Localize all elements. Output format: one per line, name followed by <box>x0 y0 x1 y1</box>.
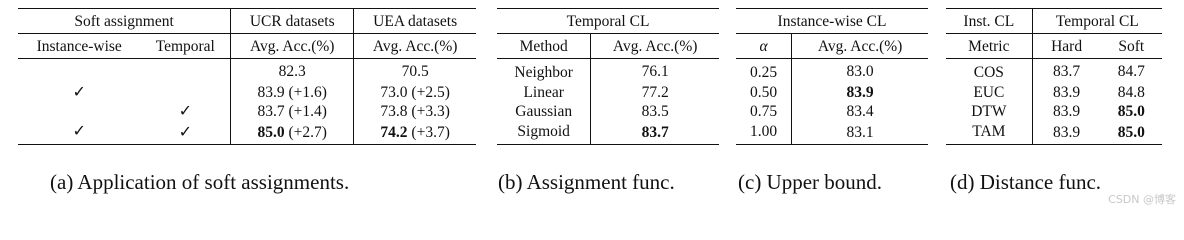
soft-cell: 84.7 <box>1117 62 1145 80</box>
panel-a: Soft assignment UCR datasets UEA dataset… <box>18 8 476 145</box>
temporal-check: ✓ <box>178 103 192 120</box>
acc-cell: 83.9 <box>791 83 928 102</box>
table-row: COS 83.7 84.7 <box>946 58 1162 83</box>
col-avg-acc: Avg. Acc.(%) <box>791 33 928 59</box>
acc-cell: 83.1 <box>791 121 928 145</box>
col-avg-acc: Avg. Acc.(%) <box>590 33 719 59</box>
distance-func-table: Inst. CL Temporal CL Metric Hard Soft CO… <box>946 8 1162 145</box>
instance-check <box>18 102 140 121</box>
soft-cell: 85.0 <box>1117 124 1145 141</box>
method-cell: Neighbor <box>514 64 573 81</box>
table-row: Linear 77.2 <box>497 83 719 102</box>
caption-c: (c) Upper bound. <box>738 170 883 194</box>
col-instance-wise: Instance-wise <box>36 37 122 55</box>
header-inst-cl: Inst. CL <box>946 8 1033 34</box>
acc-cell: 83.7 <box>590 121 719 145</box>
hard-cell: 83.9 <box>1031 121 1101 145</box>
table-row: DTW 83.9 85.0 <box>946 102 1162 121</box>
instance-check <box>18 59 140 84</box>
table-row: Sigmoid 83.7 <box>497 121 719 145</box>
table-row: 0.50 83.9 <box>736 83 928 102</box>
soft-cell: 85.0 <box>1117 103 1145 120</box>
col-hard: Hard <box>1031 33 1101 59</box>
alpha-cell: 0.50 <box>750 84 778 101</box>
table-row: 82.3 70.5 <box>18 58 476 84</box>
uea-cell: 73.0 (+2.5) <box>353 83 476 102</box>
col-method: Method <box>519 37 568 55</box>
caption-d: (d) Distance func. <box>950 170 1102 194</box>
temporal-check <box>140 83 230 102</box>
header-instance-wise-cl: Instance-wise CL <box>736 8 928 34</box>
col-uea-metric: Avg. Acc.(%) <box>353 33 476 59</box>
acc-cell: 76.1 <box>590 58 719 83</box>
table-row: TAM 83.9 85.0 <box>946 121 1162 145</box>
header-temporal-cl: Temporal CL <box>1031 8 1162 34</box>
method-cell: Sigmoid <box>517 123 570 140</box>
table-row: 1.00 83.1 <box>736 121 928 145</box>
header-temporal-cl: Temporal CL <box>497 8 719 34</box>
method-cell: Linear <box>523 84 564 101</box>
upper-bound-table: Instance-wise CL α Avg. Acc.(%) 0.25 83.… <box>736 8 928 145</box>
metric-cell: COS <box>973 64 1004 81</box>
ucr-cell: 83.7 (+1.4) <box>230 102 354 121</box>
uea-cell: 73.8 (+3.3) <box>353 102 476 121</box>
table-row: ✓ 83.9 (+1.6) 73.0 (+2.5) <box>18 83 476 102</box>
metric-cell: TAM <box>972 123 1006 140</box>
header-uea-datasets: UEA datasets <box>353 8 476 34</box>
table-row: Neighbor 76.1 <box>497 58 719 83</box>
hard-cell: 83.7 <box>1031 58 1101 83</box>
acc-cell: 77.2 <box>590 83 719 102</box>
acc-cell: 83.5 <box>590 102 719 121</box>
temporal-check: ✓ <box>178 124 192 141</box>
soft-cell: 84.8 <box>1117 84 1145 101</box>
ucr-cell: 83.9 (+1.6) <box>230 83 354 102</box>
col-ucr-metric: Avg. Acc.(%) <box>230 33 354 59</box>
panel-d: Inst. CL Temporal CL Metric Hard Soft CO… <box>946 8 1162 145</box>
alpha-cell: 0.75 <box>750 103 778 120</box>
ucr-cell: 85.0 (+2.7) <box>230 121 354 145</box>
col-metric: Metric <box>968 37 1010 55</box>
metric-cell: DTW <box>971 103 1007 120</box>
header-soft-assignment: Soft assignment <box>18 8 231 34</box>
uea-cell: 70.5 <box>353 58 476 83</box>
panel-b: Temporal CL Method Avg. Acc.(%) Neighbor… <box>497 8 719 145</box>
table-row: ✓ 83.7 (+1.4) 73.8 (+3.3) <box>18 102 476 121</box>
method-cell: Gaussian <box>515 103 573 120</box>
table-row: ✓ ✓ 85.0 (+2.7) 74.2 (+3.7) <box>18 121 476 145</box>
caption-a: (a) Application of soft assignments. <box>50 170 350 194</box>
watermark: CSDN @博客 <box>1108 193 1176 206</box>
alpha-cell: 1.00 <box>750 123 778 140</box>
table-row: 0.25 83.0 <box>736 58 928 83</box>
ucr-cell: 82.3 <box>230 58 354 83</box>
acc-cell: 83.0 <box>791 58 928 83</box>
header-ucr-datasets: UCR datasets <box>230 8 354 34</box>
metric-cell: EUC <box>973 84 1005 101</box>
table-row: Gaussian 83.5 <box>497 102 719 121</box>
table-row: EUC 83.9 84.8 <box>946 83 1162 102</box>
instance-check: ✓ <box>72 123 86 140</box>
assignment-func-table: Temporal CL Method Avg. Acc.(%) Neighbor… <box>497 8 719 145</box>
col-temporal: Temporal <box>155 37 215 55</box>
uea-cell: 74.2 (+3.7) <box>353 121 476 145</box>
acc-cell: 83.4 <box>791 102 928 121</box>
temporal-check <box>140 59 230 84</box>
col-soft: Soft <box>1118 37 1145 55</box>
panel-c: Instance-wise CL α Avg. Acc.(%) 0.25 83.… <box>736 8 928 145</box>
table-row: 0.75 83.4 <box>736 102 928 121</box>
col-alpha: α <box>759 37 768 55</box>
soft-assignment-table: Soft assignment UCR datasets UEA dataset… <box>18 8 476 145</box>
caption-b: (b) Assignment func. <box>498 170 675 194</box>
alpha-cell: 0.25 <box>750 64 778 81</box>
hard-cell: 83.9 <box>1031 83 1101 102</box>
instance-check: ✓ <box>72 84 86 101</box>
hard-cell: 83.9 <box>1031 102 1101 121</box>
